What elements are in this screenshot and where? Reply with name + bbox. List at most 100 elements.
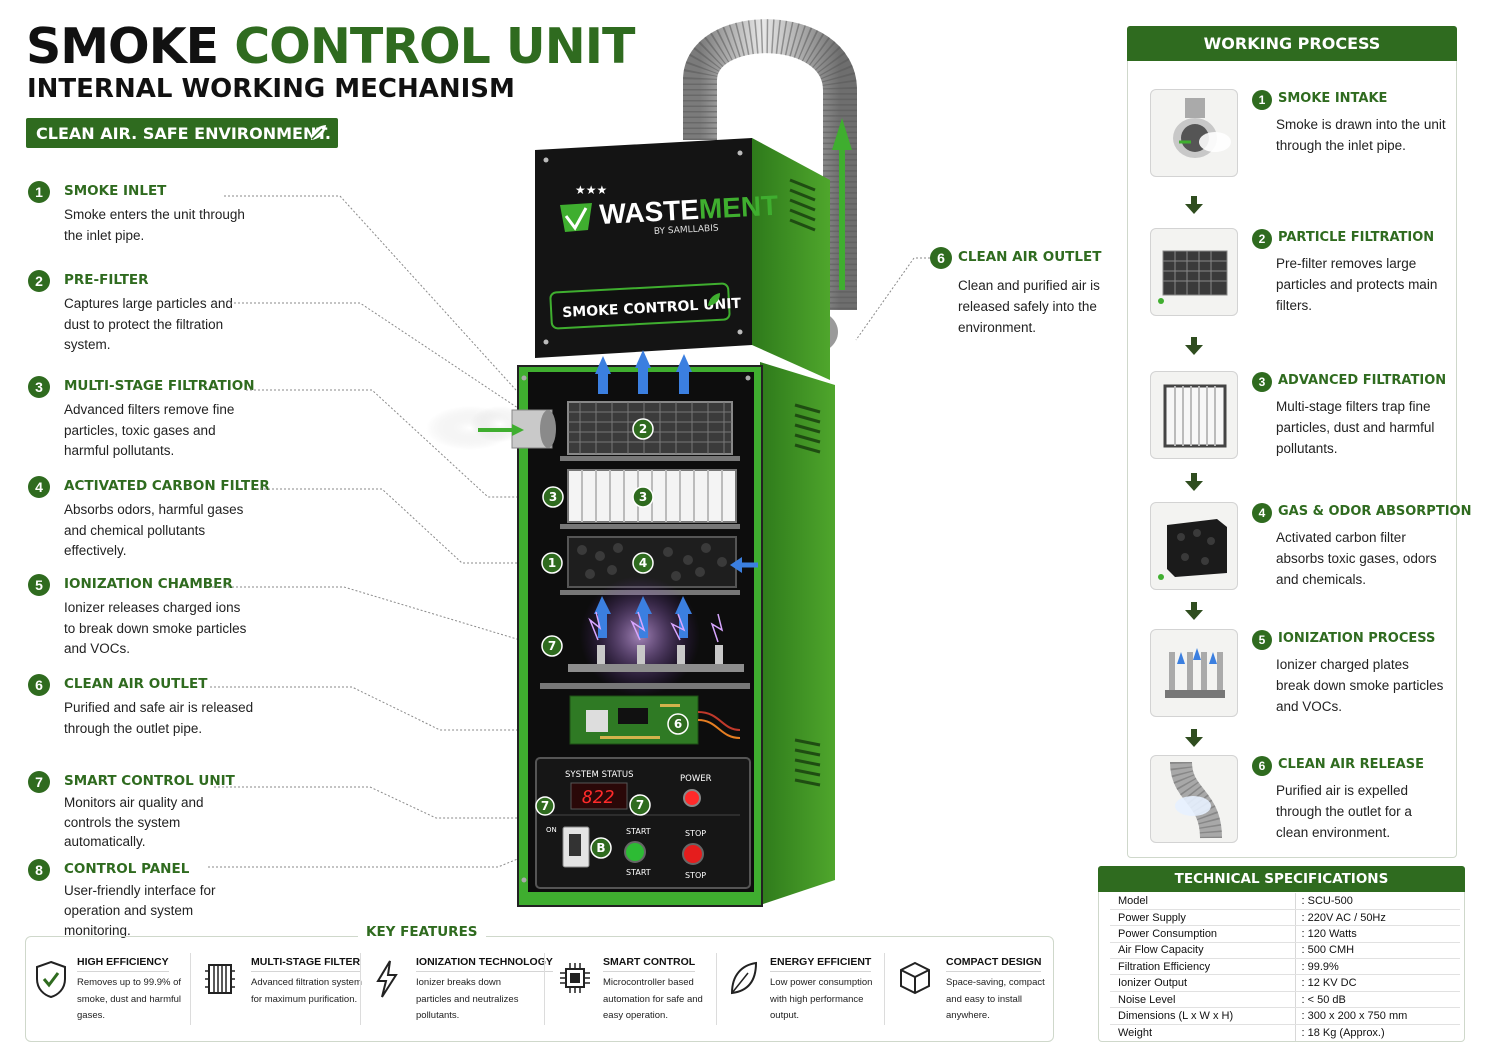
step-title: IONIZATION PROCESS <box>1278 631 1436 646</box>
machine-marker: 1 <box>541 552 563 574</box>
machine-marker-text: 7 <box>541 799 549 813</box>
machine-marker-text: 2 <box>639 422 647 436</box>
step-number: 1 <box>1252 90 1272 110</box>
page-subtitle: INTERNAL WORKING MECHANISM <box>27 74 515 104</box>
top-housing: ★★★ WASTEMENT BY SAMLLABIS SMOKE CONTROL… <box>535 138 830 380</box>
spec-value: : SCU-500 <box>1295 893 1460 910</box>
machine-marker: 7 <box>535 796 555 816</box>
step-number: 4 <box>1252 503 1272 523</box>
callout-control-panel: 8 CONTROL PANEL User-friendly interface … <box>28 859 258 939</box>
spec-key: Air Flow Capacity <box>1110 942 1296 960</box>
stop-button <box>682 843 704 865</box>
process-step-clean-air-release: 6 CLEAN AIR RELEASE Purified air is expe… <box>1150 755 1450 845</box>
airflow-arrows-top <box>595 350 692 394</box>
feature-title: SMART CONTROL <box>603 956 696 972</box>
machine-marker-text: 6 <box>674 717 682 731</box>
spec-value: : 12 KV DC <box>1295 974 1460 992</box>
power-label: POWER <box>680 774 712 784</box>
callout-multi-stage-filtration: 3 MULTI-STAGE FILTRATION Advanced filter… <box>28 376 258 466</box>
feature-title: COMPACT DESIGN <box>946 956 1042 972</box>
step-number: 2 <box>1252 229 1272 249</box>
machine-marker: 4 <box>632 552 654 574</box>
key-features-title: KEY FEATURES <box>358 924 486 940</box>
machine-marker-text: 7 <box>548 639 556 653</box>
callout-number: 1 <box>28 181 50 203</box>
pre-filter <box>560 401 740 461</box>
machine-marker-text: 7 <box>636 798 644 812</box>
process-step-gas-odor-absorption: 4 GAS & ODOR ABSORPTION Activated carbon… <box>1150 502 1471 592</box>
callout-number: 7 <box>28 771 50 793</box>
brand-part-2: MENT <box>698 190 779 225</box>
callout-text: Clean and purified air is released safel… <box>958 278 1100 335</box>
feature-title: ENERGY EFFICIENT <box>770 956 872 972</box>
callout-text: Monitors air quality and controls the sy… <box>64 795 204 849</box>
carbon-filter-icon <box>1150 502 1238 590</box>
table-row: Power Supply: 220V AC / 50Hz <box>1110 909 1460 927</box>
svg-text:★★★: ★★★ <box>575 183 607 197</box>
machine-marker: 6 <box>667 713 689 735</box>
callout-text: Captures large particles and dust to pro… <box>64 296 233 352</box>
process-step-advanced-filtration: 3 ADVANCED FILTRATION Multi-stage filter… <box>1150 371 1450 461</box>
callout-smart-control-unit: 7 SMART CONTROL UNIT Monitors air qualit… <box>28 771 258 851</box>
pleated-filter-icon <box>1150 371 1238 459</box>
mesh-filter-icon <box>1150 228 1238 316</box>
tech-specs-table: Model: SCU-500 Power Supply: 220V AC / 5… <box>1110 893 1460 1041</box>
ionizer-icon <box>1150 629 1238 717</box>
page-title: SMOKE CONTROL UNIT <box>26 18 635 75</box>
feature-text: Ionizer breaks down particles and neutra… <box>416 977 519 1021</box>
callout-title: CONTROL PANEL <box>64 861 190 877</box>
smoke-intake-icon <box>1150 89 1238 177</box>
callout-number: 5 <box>28 574 50 596</box>
chip-icon <box>560 963 590 993</box>
feature-title: MULTI-STAGE FILTER <box>251 956 361 972</box>
process-step-particle-filtration: 2 PARTICLE FILTRATION Pre-filter removes… <box>1150 228 1450 318</box>
step-number: 6 <box>1252 756 1272 776</box>
step-text: Multi-stage filters trap fine particles,… <box>1276 399 1435 456</box>
feature-title: IONIZATION TECHNOLOGY <box>416 956 553 972</box>
machine-marker-text: 4 <box>639 556 647 570</box>
process-step-smoke-intake: 1 SMOKE INTAKE Smoke is drawn into the u… <box>1150 89 1450 179</box>
table-row: Weight: 18 Kg (Approx.) <box>1110 1024 1460 1041</box>
spec-key: Noise Level <box>1110 991 1296 1009</box>
callout-text: Absorbs odors, harmful gases and chemica… <box>64 502 244 558</box>
system-status-label: SYSTEM STATUS <box>565 770 633 780</box>
spec-key: Power Supply <box>1110 909 1296 927</box>
callout-title: PRE-FILTER <box>64 272 149 288</box>
callout-title: MULTI-STAGE FILTRATION <box>64 378 255 394</box>
step-text: Pre-filter removes large particles and p… <box>1276 256 1438 313</box>
feature-compact-design: COMPACT DESIGN Space-saving, compact and… <box>898 953 1048 1033</box>
tagline-banner: CLEAN AIR. SAFE ENVIRONMENT. <box>26 118 338 148</box>
leaf-icon <box>311 125 326 140</box>
step-title: PARTICLE FILTRATION <box>1278 230 1435 245</box>
start-button <box>624 841 646 863</box>
table-row: Ionizer Output: 12 KV DC <box>1110 974 1460 992</box>
step-title: CLEAN AIR RELEASE <box>1278 757 1424 772</box>
leaf-icon <box>708 293 720 306</box>
spec-value: : 99.9% <box>1295 958 1460 976</box>
machine-marker: 2 <box>632 418 654 440</box>
step-title: ADVANCED FILTRATION <box>1278 373 1447 388</box>
feature-text: Advanced filtration system for maximum p… <box>251 977 362 1005</box>
callout-smoke-inlet: 1 SMOKE INLET Smoke enters the unit thro… <box>28 181 258 251</box>
feature-energy-efficient: ENERGY EFFICIENT Low power consumption w… <box>726 953 886 1033</box>
down-arrow-icon <box>1185 602 1203 620</box>
ionizer-chamber <box>540 576 750 696</box>
shield-check-icon <box>36 960 66 999</box>
title-part-2: CONTROL UNIT <box>234 18 635 75</box>
callout-text: User-friendly interface for operation an… <box>64 883 216 938</box>
leaf-icon <box>730 961 758 995</box>
spec-key: Filtration Efficiency <box>1110 958 1296 976</box>
main-cabinet: SYSTEM STATUS 822 POWER ON START START S… <box>517 350 835 907</box>
smoke-control-unit-illustration: ★★★ WASTEMENT BY SAMLLABIS SMOKE CONTROL… <box>426 19 857 907</box>
spec-value: : 300 x 200 x 750 mm <box>1295 1007 1460 1025</box>
power-indicator-icon <box>683 789 701 807</box>
brand-sub: BY SAMLLABIS <box>654 224 719 237</box>
spec-value: : 18 Kg (Approx.) <box>1301 1026 1385 1039</box>
switch-label: ON <box>546 826 557 834</box>
spec-key: Dimensions (L x W x H) <box>1110 1007 1296 1025</box>
table-row: Model: SCU-500 <box>1110 893 1460 910</box>
power-switch-rocker <box>569 834 581 856</box>
callout-text: Ionizer releases charged ions to break d… <box>64 600 247 656</box>
spec-value: : 120 Watts <box>1295 925 1460 943</box>
